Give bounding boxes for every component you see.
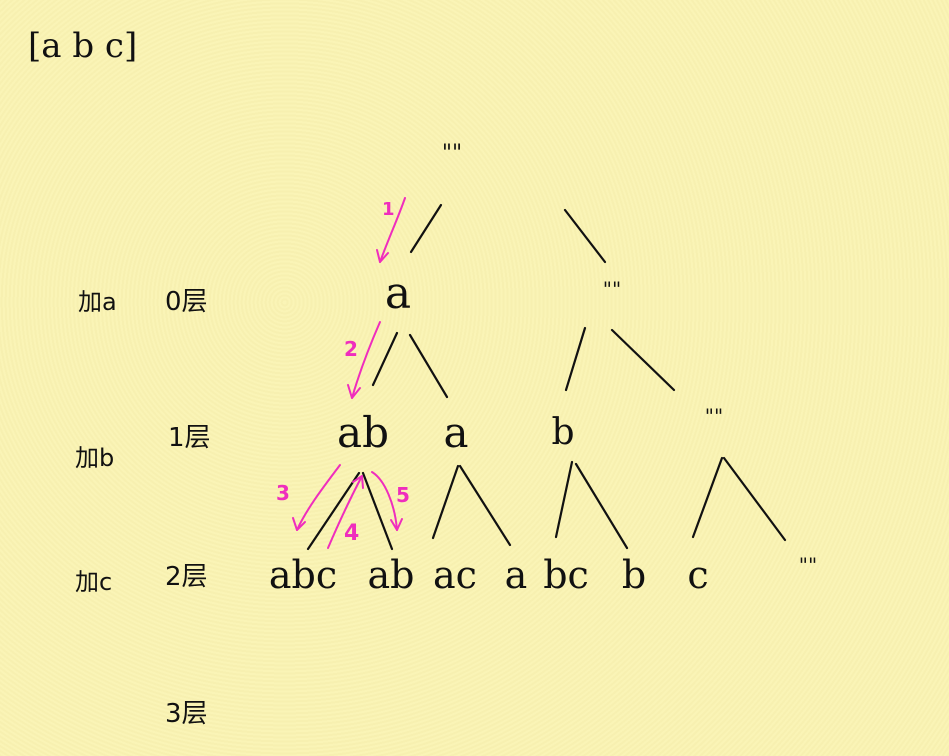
edge-empty-empty2 [722,456,787,542]
node-l0-empty: "" [603,277,621,301]
edge-empty-empty [610,328,676,392]
step-1-arrowhead [376,249,389,263]
node-l1-ab: ab [337,408,389,457]
step-5-arrow [371,471,398,531]
array-label: [a b c] [28,26,137,66]
edge-a-a [408,333,449,399]
node-l2-empty: "" [799,553,817,577]
step-3-arrowhead [292,517,306,531]
node-l2-c: c [687,553,708,597]
node-l2-a: a [505,553,528,597]
edge-b-bc [554,460,574,539]
node-l0-a: a [385,268,411,319]
step-1-arrow [379,197,406,263]
node-root: "" [442,141,462,166]
node-l2-ab: ab [368,553,415,597]
edge-a-ac [431,464,460,540]
step-5-arrowhead [390,518,403,531]
step-4-arrow [327,475,363,549]
node-l2-b: b [622,553,646,597]
level-0-layer-label: 0层 [165,287,208,317]
edge-a-ab [371,331,399,387]
step-4-arrowhead [352,475,364,489]
step-2-arrowhead [347,384,361,399]
level-1-layer-label: 1层 [168,423,211,453]
edge-root-empty [563,208,607,264]
node-l2-bc: bc [543,553,589,597]
level-2-layer-label: 2层 [165,562,208,592]
step-3-arrow [296,464,341,531]
level-1-add-label: 加b [75,444,114,472]
edge-a-a2 [458,464,512,547]
node-l1-a: a [443,408,468,457]
step-4-label: 4 [344,521,359,546]
node-l1-empty: "" [705,404,723,428]
step-2-label: 2 [344,337,358,361]
level-0-add-label: 加a [78,288,117,316]
edge-empty-b [564,326,587,392]
level-3-layer-label: 3层 [165,699,208,729]
node-l2-ac: ac [433,553,477,597]
step-5-label: 5 [396,483,410,507]
edge-ab-ab [361,471,394,551]
node-l1-b: b [551,412,574,453]
node-l2-abc: abc [269,553,337,597]
edge-empty-c [691,456,724,539]
step-1-label: 1 [382,199,395,220]
level-2-add-label: 加c [75,568,112,596]
edge-root-a [409,203,443,254]
edge-b-b [574,462,629,550]
step-3-label: 3 [276,481,290,505]
step-2-arrow [351,321,381,399]
edge-ab-abc [306,471,361,551]
